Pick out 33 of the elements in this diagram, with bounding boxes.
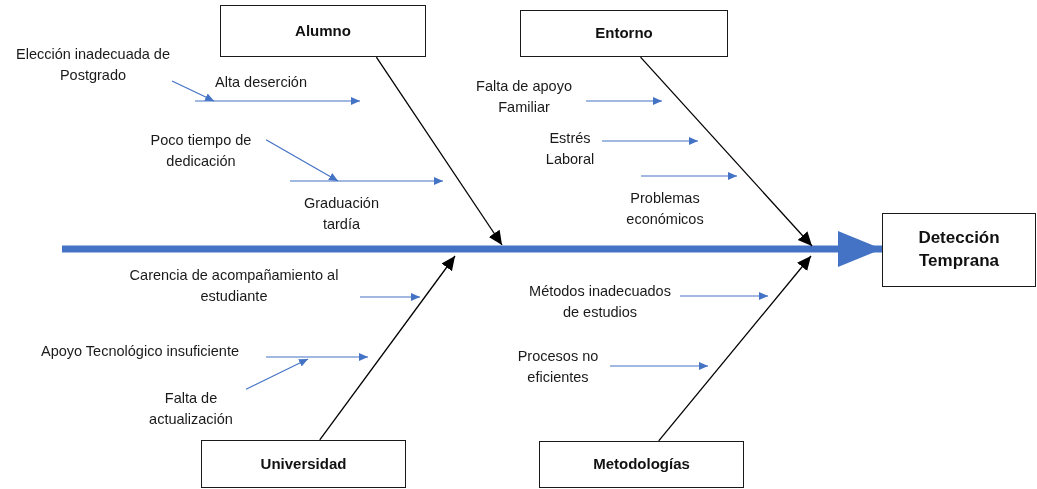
arrow	[609, 362, 709, 370]
cause-label: Estrés Laboral	[538, 126, 602, 172]
category-box: Metodologías	[539, 441, 744, 488]
cause-label: Poco tiempo de dedicación	[136, 128, 266, 174]
cause-label: Apoyo Tecnológico insuficiente	[14, 341, 266, 363]
cause-label: Procesos no eficientes	[506, 344, 610, 390]
arrow	[265, 353, 369, 361]
arrow	[601, 137, 699, 145]
arrow	[679, 292, 769, 300]
category-box: Entorno	[520, 10, 728, 57]
arrow	[289, 177, 444, 185]
arrow	[194, 97, 361, 105]
arrow	[245, 358, 309, 390]
cause-label: Falta de apoyo Familiar	[462, 74, 586, 120]
arrow	[640, 172, 738, 180]
cause-label: Métodos inadecuados de estudios	[520, 279, 680, 325]
cause-label: Elección inadecuada de Postgrado	[14, 42, 172, 88]
cause-label: Alta deserción	[195, 72, 345, 101]
category-box: Universidad	[201, 440, 406, 488]
arrow	[375, 56, 503, 246]
arrow	[171, 80, 215, 102]
cause-label: Graduación tardía	[290, 181, 415, 235]
cause-label: Falta de actualización	[136, 386, 246, 432]
arrow	[319, 255, 456, 441]
arrow	[658, 255, 812, 442]
arrow	[265, 139, 339, 182]
category-box: Alumno	[220, 5, 426, 57]
arrow	[359, 293, 421, 301]
effect-box: Detección Temprana	[882, 213, 1036, 287]
arrow	[639, 56, 813, 247]
arrow	[585, 97, 663, 105]
cause-label: Problemas económicos	[612, 176, 718, 230]
cause-label: Carencia de acompañamiento al estudiante	[108, 263, 360, 309]
